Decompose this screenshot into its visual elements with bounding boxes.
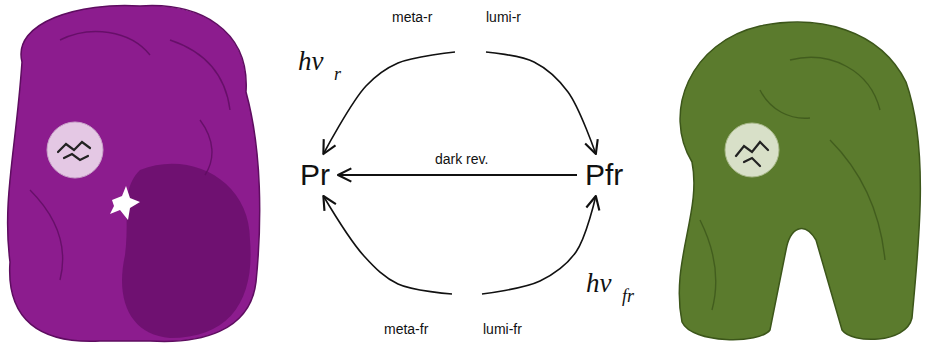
state-node: Pfr <box>581 157 627 193</box>
transition-arrow <box>338 174 577 176</box>
cycle-label: lumi-fr <box>483 320 522 338</box>
pfr-protein <box>679 22 920 339</box>
cycle-label: r <box>334 64 341 84</box>
cycle-label: meta-r <box>392 8 432 26</box>
state-node: Pr <box>296 157 334 193</box>
transition-arrow <box>323 196 595 294</box>
cycle-label: hν <box>298 46 323 76</box>
transition-arrow <box>323 52 595 154</box>
pr-protein <box>8 5 260 341</box>
cycle-label: lumi-r <box>486 8 521 26</box>
cycle-label: hν <box>586 268 611 298</box>
state-label: Pfr <box>585 157 623 193</box>
state-label: Pr <box>300 157 330 193</box>
cycle-label: fr <box>622 286 634 306</box>
cycle-label: meta-fr <box>384 320 428 338</box>
edge-label: dark rev. <box>432 150 491 168</box>
